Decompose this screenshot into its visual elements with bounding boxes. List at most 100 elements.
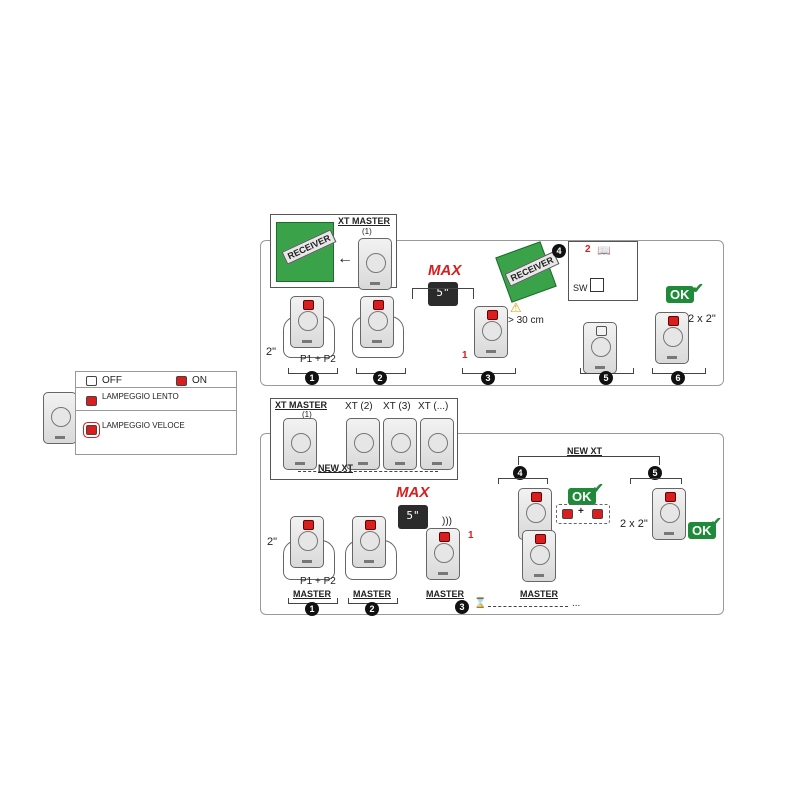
timer-display: 5"	[398, 505, 428, 529]
new-xt-label: NEW XT	[567, 446, 602, 456]
legend-slow-label: LAMPEGGIO LENTO	[102, 392, 179, 401]
step-number: 2	[365, 602, 379, 616]
led-off-icon	[596, 326, 607, 336]
remote-slot	[372, 340, 382, 343]
arrow-left-icon: ←	[337, 250, 353, 267]
new-xt-line	[298, 471, 438, 472]
buttons-label: P1 + P2	[300, 576, 336, 587]
xtn-label: XT (...)	[418, 401, 449, 412]
step-number: 5	[599, 371, 613, 385]
led-on-icon	[303, 520, 314, 530]
master-label: MASTER	[426, 589, 464, 599]
remote-slot	[595, 366, 605, 369]
led-on-icon	[535, 534, 546, 544]
remote-slot	[55, 436, 65, 439]
xtn-remote	[420, 418, 454, 470]
xt2-label: XT (2)	[345, 401, 373, 412]
repeat-label: 2 x 2"	[620, 518, 648, 530]
badge-1: 1	[468, 530, 474, 541]
remote-step5	[583, 322, 617, 374]
master-label: MASTER	[520, 589, 558, 599]
max-label: MAX	[396, 484, 430, 501]
timer-display: 5"	[428, 282, 458, 306]
badge-1: 1	[462, 350, 468, 361]
led-on-icon	[365, 520, 376, 530]
hold-time-label: 2"	[266, 346, 277, 358]
remote-slot	[302, 340, 312, 343]
master-label: MASTER	[353, 589, 391, 599]
legend-fast-label: LAMPEGGIO VELOCE	[102, 421, 185, 430]
check-icon: ✔	[592, 480, 604, 496]
legend-divider	[76, 387, 236, 388]
remote-dial	[368, 311, 388, 331]
remote-slot	[534, 574, 544, 577]
remote-slot	[395, 462, 405, 465]
remote-slot	[358, 462, 368, 465]
remote-slot	[295, 462, 305, 465]
plus-label: +	[578, 506, 584, 517]
step-bracket	[630, 478, 682, 484]
remote-dial	[428, 433, 448, 453]
xt-master-label: XT MASTER	[275, 400, 328, 410]
remote-slot	[486, 350, 496, 353]
led-fast-blink-icon	[86, 425, 97, 435]
led-on-icon	[562, 509, 573, 519]
new-xt-remote	[652, 488, 686, 540]
led-on-icon	[176, 376, 187, 386]
step-number: 5	[648, 466, 662, 480]
remote-dial	[663, 327, 683, 347]
legend-remote	[43, 392, 77, 444]
remote-step3	[474, 306, 508, 358]
step-number: 2	[373, 371, 387, 385]
ok-badge: OK	[666, 286, 694, 303]
remote-step1	[290, 296, 324, 348]
continue-label: ...	[572, 598, 581, 609]
continue-line	[488, 606, 568, 607]
repeat-label: 2 x 2"	[688, 313, 716, 325]
remote-dial	[660, 503, 680, 523]
buttons-label: P1 + P2	[300, 354, 336, 365]
step-number: 1	[305, 371, 319, 385]
led-pair-box	[556, 504, 610, 524]
remote-slot	[664, 532, 674, 535]
master-remote	[358, 238, 392, 290]
remote-dial	[298, 531, 318, 551]
remote-slot	[667, 356, 677, 359]
hold-time-label: 2"	[267, 536, 278, 548]
remote-dial	[291, 433, 311, 453]
max-label: MAX	[428, 262, 462, 279]
step-bracket	[498, 478, 548, 484]
remote-dial	[354, 433, 374, 453]
led-on-icon	[665, 492, 676, 502]
xt3-remote	[383, 418, 417, 470]
step-number: 4	[552, 244, 566, 258]
legend-divider	[76, 410, 236, 411]
led-on-icon	[668, 316, 679, 326]
remote-slot	[364, 560, 374, 563]
new-xt-bracket	[518, 456, 660, 465]
led-on-icon	[592, 509, 603, 519]
xt2-remote	[346, 418, 380, 470]
led-on-icon	[303, 300, 314, 310]
xt3-label: XT (3)	[383, 401, 411, 412]
distance-label: > 30 cm	[508, 315, 544, 326]
led-on-icon	[531, 492, 542, 502]
check-icon: ✔	[692, 280, 704, 296]
remote-step6	[655, 312, 689, 364]
remote-dial	[366, 253, 386, 273]
remote-step1	[290, 516, 324, 568]
remote-dial	[360, 531, 380, 551]
xt-master-label: XT MASTER	[338, 216, 391, 226]
remote-dial	[434, 543, 454, 563]
remote-dial	[530, 545, 550, 565]
ok-badge: OK	[688, 522, 716, 539]
step-number: 6	[671, 371, 685, 385]
remote-slot	[370, 282, 380, 285]
led-on-icon	[439, 532, 450, 542]
remote-dial	[298, 311, 318, 331]
step-number: 1	[305, 602, 319, 616]
remote-dial	[51, 407, 71, 427]
remote-step3	[426, 528, 460, 580]
step-number: 3	[455, 600, 469, 614]
remote-step2	[360, 296, 394, 348]
